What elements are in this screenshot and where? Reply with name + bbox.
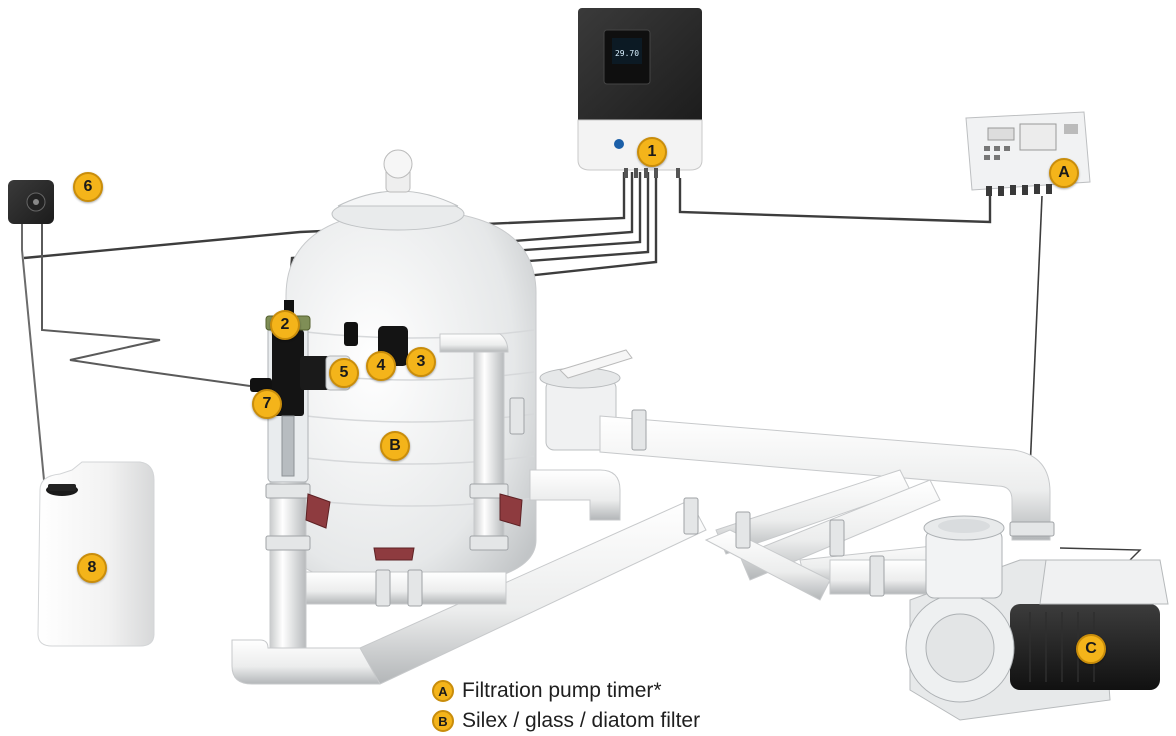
dosing-tube — [41, 224, 251, 387]
valve-handle — [373, 547, 415, 561]
badge-3: 3 — [406, 347, 436, 377]
badge-6: 6 — [73, 172, 103, 202]
legend: A Filtration pump timer* B Silex / glass… — [432, 676, 700, 736]
legend-text-b: Silex / glass / diatom filter — [462, 709, 701, 732]
cable-timer-to-pump — [1029, 195, 1043, 471]
legend-badge-b: B — [432, 710, 454, 732]
badge-2: 2 — [270, 310, 300, 340]
controller-display-readout: 29.70 — [615, 49, 639, 58]
legend-badge-a: A — [432, 680, 454, 702]
badge-1: 1 — [637, 137, 667, 167]
badge-8: 8 — [77, 553, 107, 583]
legend-item-a: A Filtration pump timer* — [432, 676, 700, 706]
badge-5: 5 — [329, 358, 359, 388]
suction-tube — [21, 222, 45, 481]
badge-b: B — [380, 431, 410, 461]
valve-handle — [499, 493, 523, 527]
badge-c: C — [1076, 634, 1106, 664]
cable-pump-ground — [1059, 547, 1142, 561]
legend-text-a: Filtration pump timer* — [462, 679, 662, 702]
badge-7: 7 — [252, 389, 282, 419]
circulation-pump — [905, 515, 1169, 721]
main-controller: 29.70 — [577, 8, 703, 178]
legend-item-b: B Silex / glass / diatom filter — [432, 706, 700, 736]
valve-handle — [305, 493, 331, 529]
cable-controller-to-timer — [678, 178, 992, 224]
dosing-pump — [8, 180, 54, 224]
pipework — [231, 333, 1055, 685]
badge-4: 4 — [366, 351, 396, 381]
badge-a: A — [1049, 158, 1079, 188]
